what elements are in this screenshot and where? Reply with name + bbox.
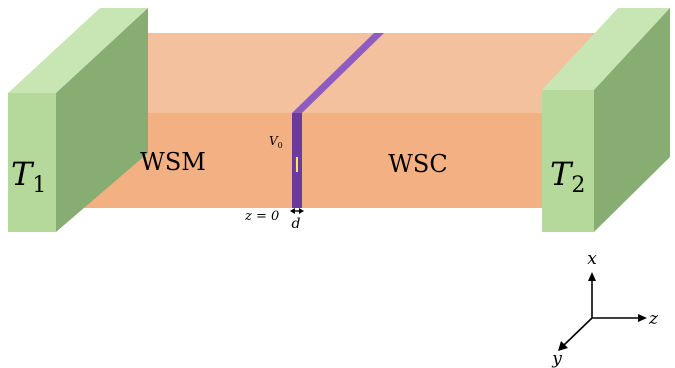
right-reservoir-front-face <box>542 90 594 232</box>
barrier-front-face <box>292 113 302 208</box>
right-reservoir-temperature: T2 <box>550 155 585 198</box>
right-reservoir: T2 <box>542 8 670 232</box>
wsc-label: WSC <box>388 150 447 178</box>
slab-front-face-right <box>302 113 542 208</box>
barrier-top-face <box>292 33 384 113</box>
x-axis-label: x <box>587 249 597 269</box>
left-reservoir-side-face <box>56 8 148 232</box>
left-reservoir-temperature: T1 <box>11 155 46 198</box>
barrier-width-label: d <box>292 216 301 232</box>
barrier-label: I <box>294 153 300 177</box>
z-axis-arrowhead <box>638 314 647 322</box>
left-reservoir-front-face <box>8 93 56 232</box>
left-reservoir: T1 <box>8 8 148 232</box>
right-reservoir-top-face <box>542 8 670 90</box>
barrier-width-arrow <box>290 208 304 214</box>
coordinate-axes <box>558 272 647 351</box>
left-reservoir-top-face <box>8 8 148 93</box>
interface-position-label: z = 0 <box>244 209 279 224</box>
z-axis-label: z <box>648 309 659 329</box>
right-reservoir-side-face <box>594 8 670 232</box>
y-axis-line <box>562 317 593 347</box>
y-axis-label: y <box>551 349 562 368</box>
barrier-layer: I <box>292 33 384 208</box>
x-axis-arrowhead <box>588 272 596 281</box>
y-axis-arrowhead <box>558 341 568 351</box>
wsm-label: WSM <box>140 148 206 176</box>
barrier-potential-label: V0 <box>269 134 283 150</box>
